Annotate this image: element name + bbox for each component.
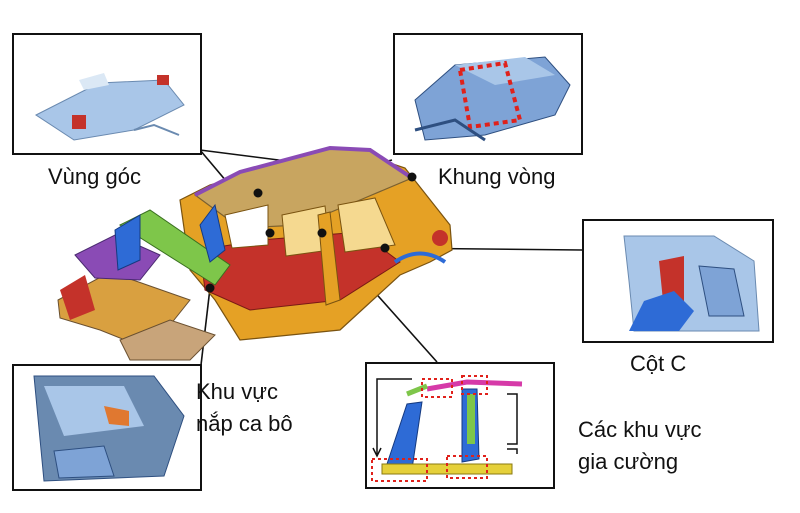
c-pillar-image	[623, 235, 760, 332]
c-pillar-label: Cột C	[630, 351, 687, 376]
ring-frame-label: Khung vòng	[438, 164, 556, 189]
reinforcement-image	[371, 375, 523, 482]
reinforcement-box	[365, 362, 555, 489]
hood-region-label-line1: Khu vực	[196, 379, 278, 404]
underbody	[57, 234, 216, 361]
hood-region-label-line2: nắp ca bô	[196, 411, 293, 436]
callout-points	[205, 172, 417, 293]
ring-frame-image	[414, 56, 571, 142]
corner-region-box	[12, 33, 202, 155]
corner-region-image	[35, 73, 185, 141]
reinforcement-label-line1: Các khu vực	[578, 417, 702, 442]
ring-frame-box	[393, 33, 583, 155]
c-pillar-box	[582, 219, 774, 343]
hood-region-box	[12, 364, 202, 491]
corner-region-label: Vùng góc	[48, 164, 141, 189]
hood-region-image	[33, 375, 185, 482]
reinforcement-label-line2: gia cường	[578, 449, 679, 474]
